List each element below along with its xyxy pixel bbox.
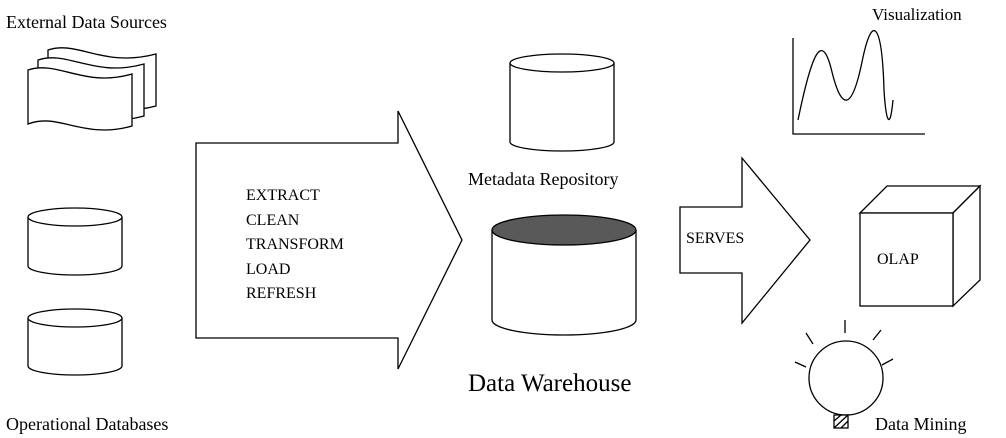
arrow-icon (679, 156, 811, 325)
olap-label: OLAP (877, 251, 919, 268)
etl-step: LOAD (246, 260, 291, 278)
metadata-repo-label: Metadata Repository (468, 169, 619, 189)
cube-icon (858, 184, 982, 308)
document-icon (27, 47, 157, 131)
database-icon (27, 207, 123, 276)
visualization-label: Visualization (872, 5, 962, 24)
etl-step: CLEAN (246, 211, 300, 229)
arrow-icon (195, 110, 463, 370)
etl-step: TRANSFORM (246, 236, 344, 253)
database-icon (491, 214, 637, 336)
database-icon (509, 53, 615, 152)
lightbulb-icon (794, 320, 894, 429)
etl-steps-list: EXTRACT CLEAN TRANSFORM LOAD REFRESH (246, 184, 344, 307)
external-sources-label: External Data Sources (6, 12, 167, 32)
line-chart-icon (792, 29, 925, 135)
database-icon (27, 308, 123, 376)
warehouse-top (491, 214, 637, 246)
data-mining-label: Data Mining (875, 414, 967, 434)
operational-dbs-label: Operational Databases (6, 414, 169, 434)
etl-step: EXTRACT (246, 187, 320, 204)
data-warehouse-label: Data Warehouse (468, 370, 632, 397)
etl-step: REFRESH (246, 285, 317, 302)
serves-label: SERVES (686, 230, 745, 247)
